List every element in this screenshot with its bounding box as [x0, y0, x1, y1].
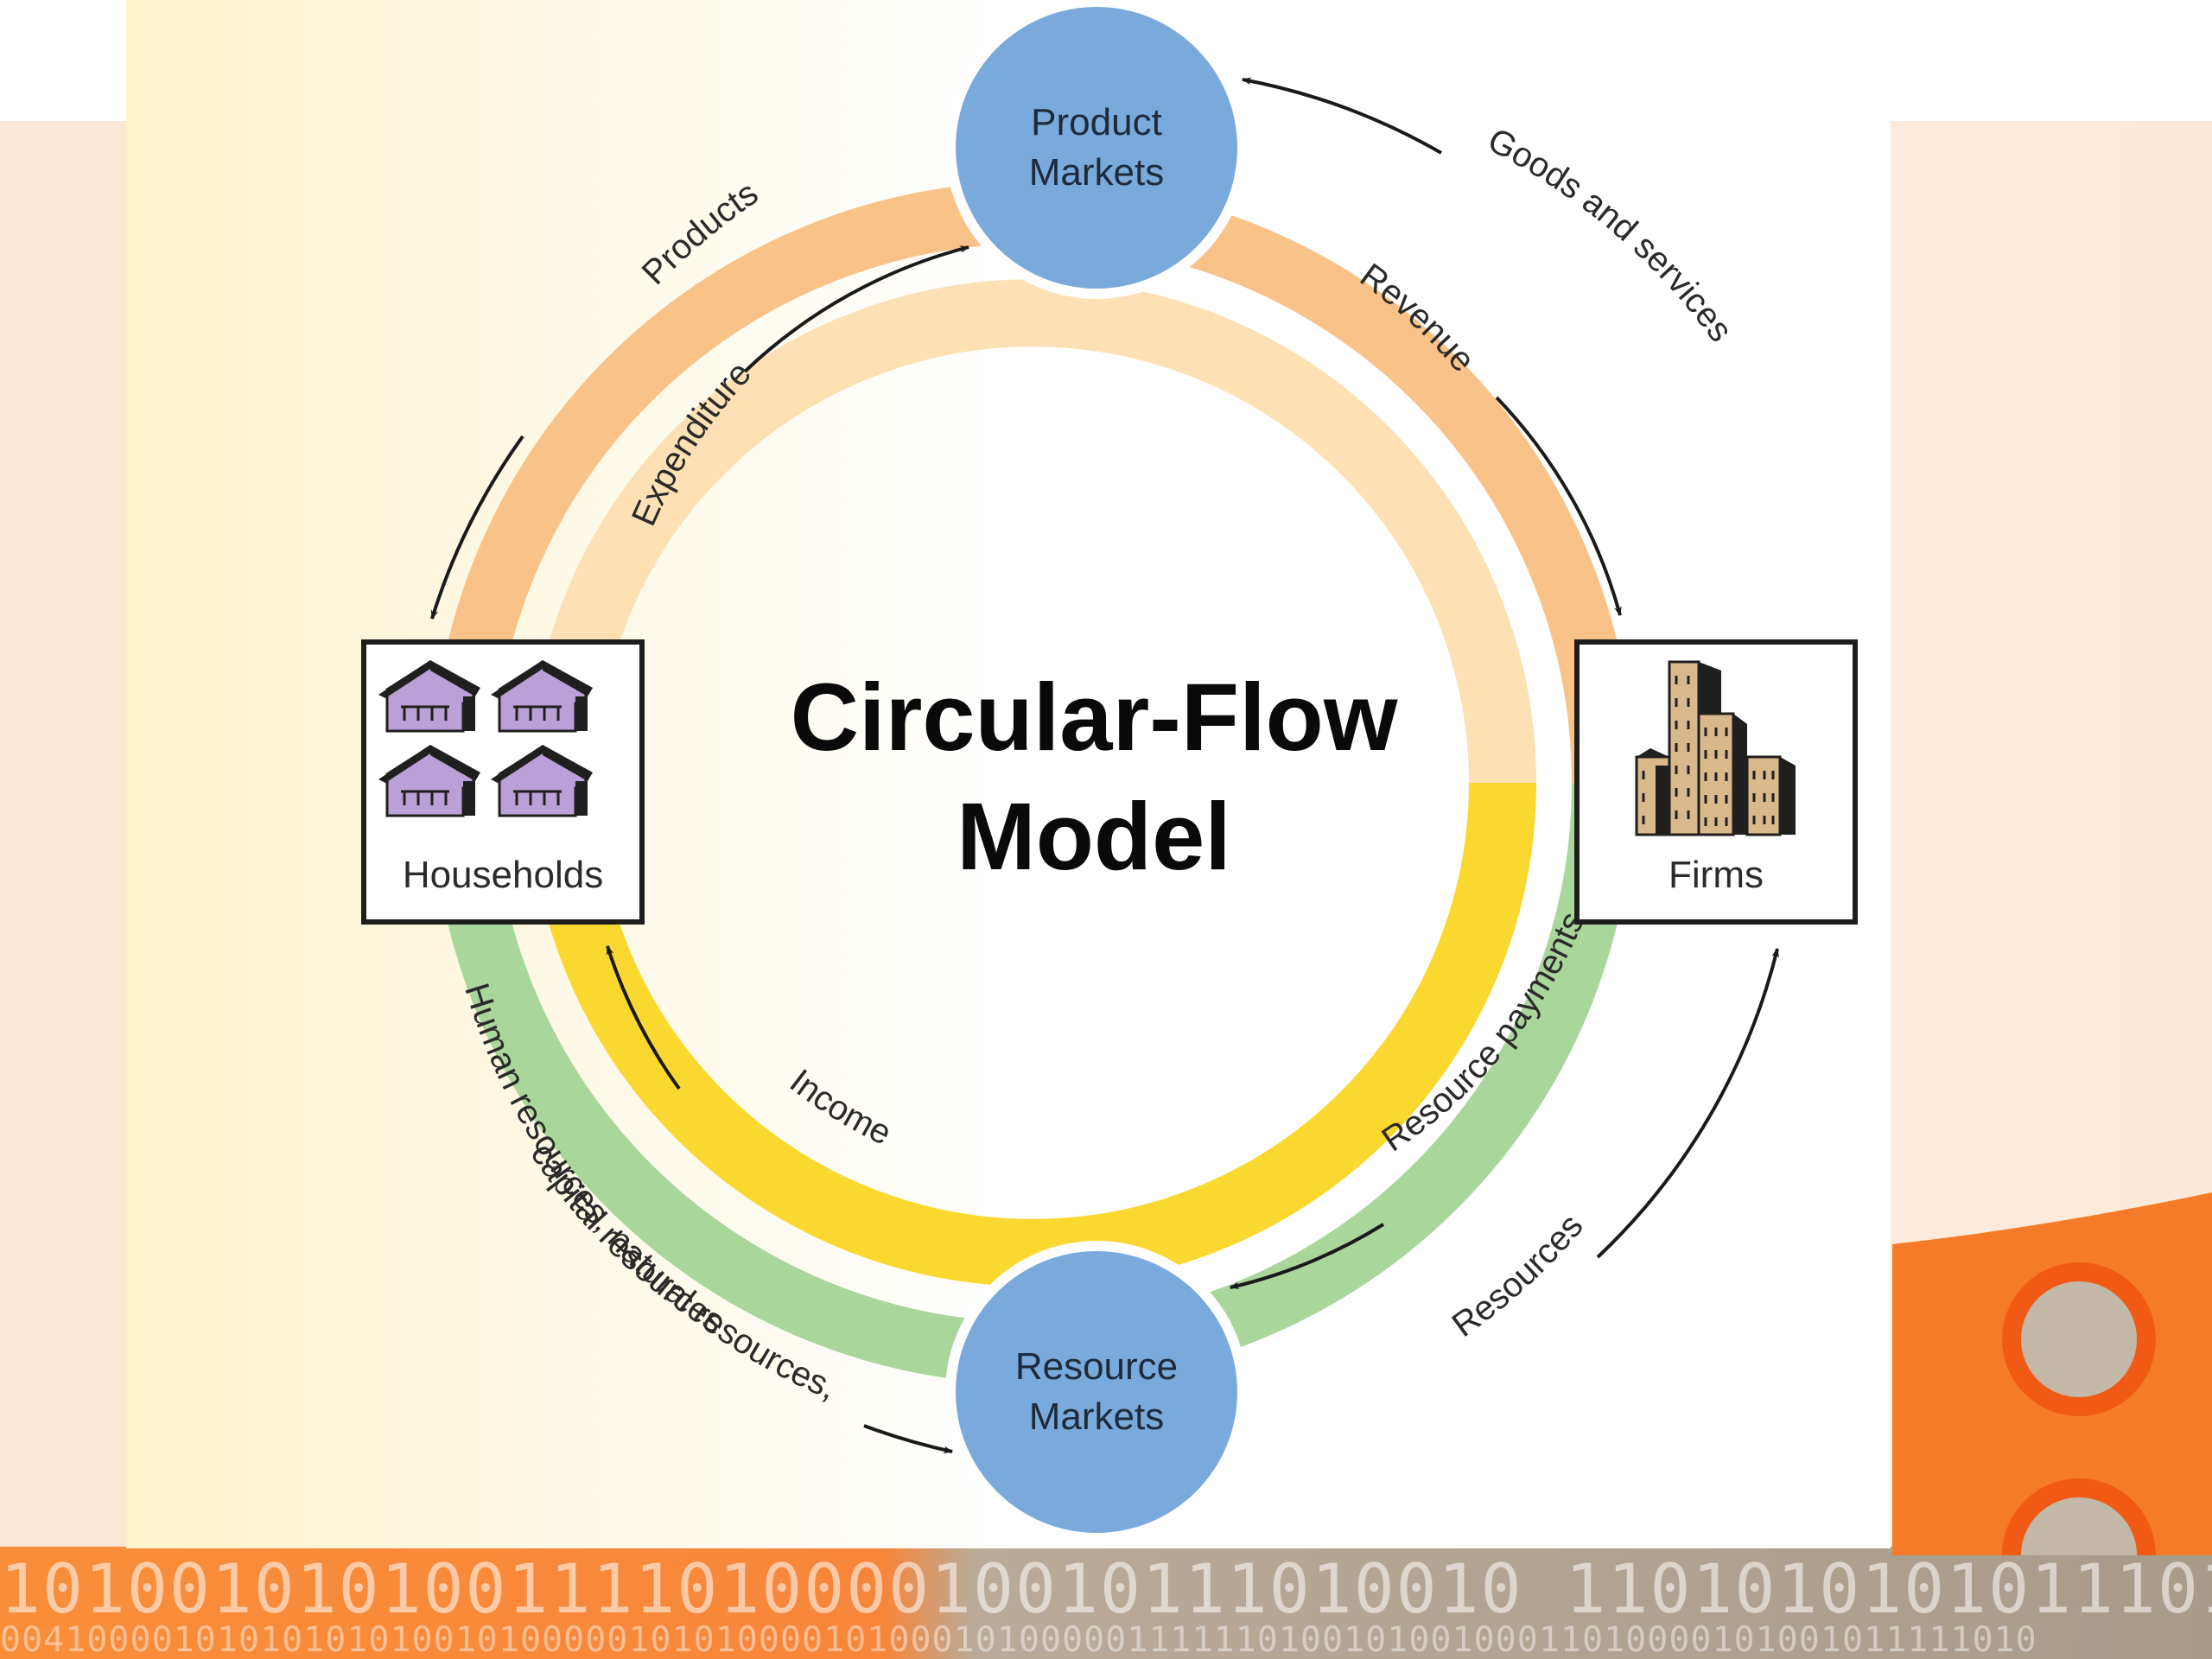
title-line-1: Circular-Flow	[790, 664, 1398, 771]
binary-text-row-small: 0041000010101010101001010000010101000010…	[0, 1620, 2037, 1659]
product-markets-label-line-1: Product	[1031, 101, 1162, 143]
inner-ring-upper	[529, 279, 1536, 784]
goods-and-services-label: Goods and services	[1482, 121, 1740, 349]
resource-markets-node: Resource Markets	[956, 1251, 1237, 1533]
product-markets-node: Product Markets	[956, 7, 1237, 289]
firms-box: Firms	[1574, 639, 1858, 925]
households-label: Households	[402, 854, 604, 896]
households-box: Households	[361, 639, 645, 925]
inner-ring-lower	[529, 782, 1536, 1287]
resources-label: Resources	[1446, 1207, 1591, 1344]
binary-text-row: 101001010100111101000010010111010010 110…	[0, 1551, 2212, 1629]
houses-icon	[377, 658, 594, 817]
resource-payments-arrow	[1229, 1223, 1385, 1290]
human-resources-arrow	[863, 1424, 954, 1454]
resource-markets-label-line-1: Resource	[1014, 1345, 1179, 1388]
title-line-2: Model	[957, 784, 1231, 890]
income-label: Income	[783, 1062, 897, 1153]
buildings-icon	[1635, 660, 1796, 836]
expenditure-arrow	[743, 245, 970, 373]
products-arrow	[430, 435, 524, 620]
decorative-rings	[1892, 1192, 2212, 1555]
product-markets-label-line-2: Markets	[1028, 151, 1165, 194]
firms-label: Firms	[1669, 854, 1764, 896]
resources-arrow	[1596, 947, 1779, 1259]
diagram-panel: Products Goods and services Expenditure …	[126, 0, 1891, 1548]
binary-band: 101001010100111101000010010111010010 110…	[0, 1547, 2212, 1659]
diagram-title: Circular-Flow Model	[679, 658, 1509, 897]
circular-flow-diagram: Products Goods and services Expenditure …	[430, 77, 1779, 1454]
goods-and-services-arrow	[1241, 77, 1442, 155]
resource-markets-label-line-2: Markets	[1028, 1395, 1165, 1438]
revenue-arrow	[1495, 396, 1622, 617]
income-arrow	[606, 944, 681, 1090]
